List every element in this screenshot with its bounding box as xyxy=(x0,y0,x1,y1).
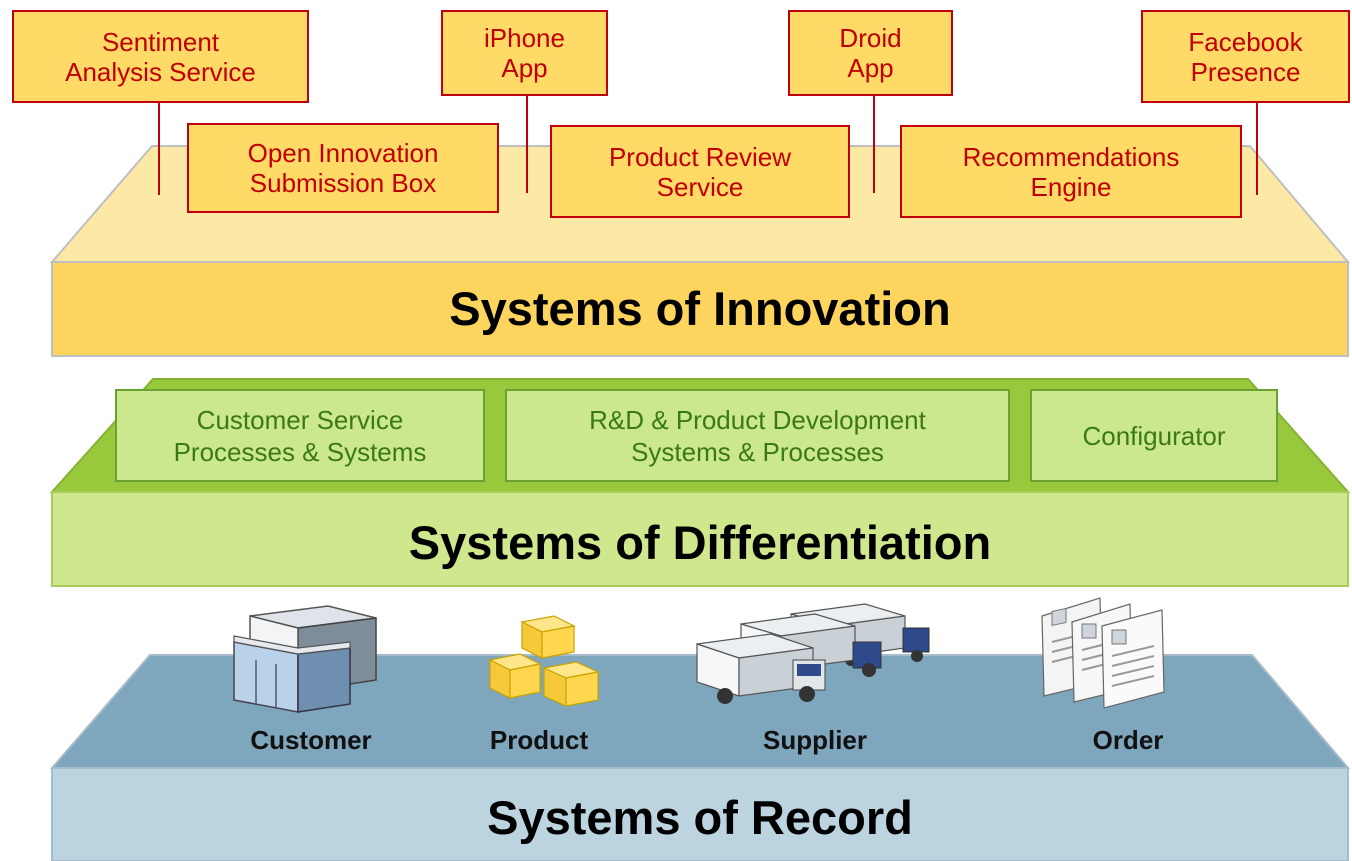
boxes-icon xyxy=(488,615,600,707)
innovation-item-label: Sentiment Analysis Service xyxy=(65,26,256,87)
differentiation-slab-front xyxy=(51,491,1349,587)
innovation-item-open-innovation: Open Innovation Submission Box xyxy=(187,123,499,213)
trucks-icon xyxy=(696,603,930,704)
innovation-item-label: Product Review Service xyxy=(608,141,792,202)
record-slab-front xyxy=(51,767,1349,861)
record-item-product: Product xyxy=(489,725,589,755)
building-icon xyxy=(233,605,377,713)
innovation-item-label: Facebook Presence xyxy=(1188,26,1303,87)
record-item-customer: Customer xyxy=(250,725,372,755)
record-tier-title: Systems of Record xyxy=(487,791,913,844)
differentiation-item-label: Configurator xyxy=(1082,420,1226,451)
record-item-supplier: Supplier xyxy=(762,725,867,755)
innovation-tier-title: Systems of Innovation xyxy=(449,282,951,335)
innovation-item-facebook: Facebook Presence xyxy=(1141,10,1350,103)
innovation-slab-front xyxy=(51,261,1349,357)
differentiation-item-rnd: R&D & Product Development Systems & Proc… xyxy=(505,389,1010,482)
innovation-item-iphone-app: iPhone App xyxy=(441,10,608,96)
differentiation-tier-title: Systems of Differentiation xyxy=(408,516,992,569)
innovation-item-recommendations: Recommendations Engine xyxy=(900,125,1242,218)
innovation-item-label: Recommendations Engine xyxy=(962,141,1180,202)
differentiation-item-label: Customer Service Processes & Systems xyxy=(173,404,427,467)
documents-icon xyxy=(1041,597,1165,708)
innovation-item-droid-app: Droid App xyxy=(788,10,953,96)
innovation-item-label: Droid App xyxy=(839,23,902,83)
innovation-item-label: iPhone App xyxy=(484,23,565,83)
differentiation-item-customer-service: Customer Service Processes & Systems xyxy=(115,389,485,482)
record-item-order: Order xyxy=(1092,725,1164,755)
innovation-item-product-review: Product Review Service xyxy=(550,125,850,218)
innovation-item-sentiment-analysis: Sentiment Analysis Service xyxy=(12,10,309,103)
innovation-item-label: Open Innovation Submission Box xyxy=(247,138,439,198)
differentiation-item-label: R&D & Product Development Systems & Proc… xyxy=(589,404,926,467)
differentiation-item-configurator: Configurator xyxy=(1030,389,1278,482)
